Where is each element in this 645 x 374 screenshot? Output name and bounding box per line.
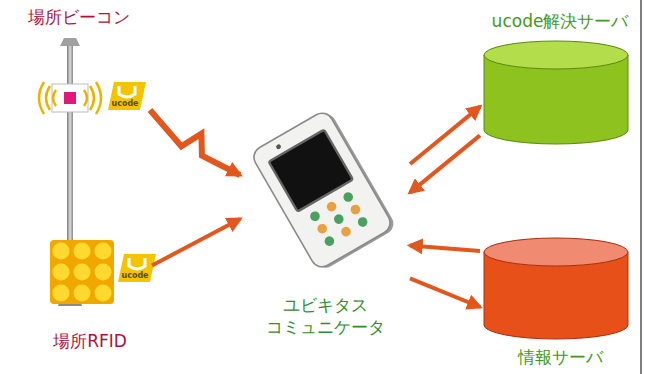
cylinder-top bbox=[484, 41, 628, 69]
node-label: 場所ビーコン bbox=[28, 6, 130, 28]
server-cylinder bbox=[484, 41, 628, 144]
keypad bbox=[308, 190, 369, 247]
server-node: 情報サーバ bbox=[480, 230, 640, 370]
radio-waves bbox=[39, 82, 101, 114]
lamp-head bbox=[60, 38, 80, 46]
node-label: 情報サーバ bbox=[518, 346, 603, 368]
wave bbox=[53, 90, 56, 106]
beacon-box bbox=[52, 84, 88, 112]
device-node: ユビキタス コミュニケータ bbox=[240, 120, 410, 340]
rfid-node: 場所RFID bbox=[28, 236, 152, 354]
logo-text: ucode bbox=[116, 272, 154, 280]
tag-body bbox=[50, 240, 114, 304]
node-label: ユビキタス コミュニケータ bbox=[260, 294, 390, 338]
signal-bolt bbox=[150, 110, 240, 175]
logo-u bbox=[119, 86, 135, 97]
cylinder-top bbox=[484, 238, 628, 266]
data-arrow bbox=[410, 135, 480, 192]
beacon-light bbox=[64, 92, 76, 104]
logo-text: ucode bbox=[106, 100, 144, 108]
camera bbox=[275, 143, 282, 150]
frame-line bbox=[641, 0, 642, 374]
wave bbox=[90, 86, 94, 110]
data-arrow bbox=[152, 219, 240, 266]
wave bbox=[96, 82, 101, 114]
data-arrow bbox=[410, 107, 480, 164]
wave bbox=[46, 86, 50, 110]
data-arrow bbox=[410, 278, 480, 307]
wave bbox=[84, 90, 87, 106]
rfid-tag bbox=[50, 240, 114, 304]
device-body bbox=[250, 109, 394, 271]
handheld-device bbox=[250, 108, 397, 273]
server-cylinder bbox=[484, 238, 628, 339]
tag-dots bbox=[53, 243, 112, 302]
wave bbox=[39, 82, 44, 114]
beacon-node: 場所ビーコン bbox=[8, 4, 150, 175]
screen bbox=[269, 130, 353, 212]
logo-u bbox=[129, 258, 145, 269]
server-node: ucode解決サーバ bbox=[480, 8, 640, 145]
node-label: ucode解決サーバ bbox=[492, 10, 629, 32]
node-label: 場所RFID bbox=[53, 330, 127, 352]
data-arrow bbox=[410, 245, 480, 251]
